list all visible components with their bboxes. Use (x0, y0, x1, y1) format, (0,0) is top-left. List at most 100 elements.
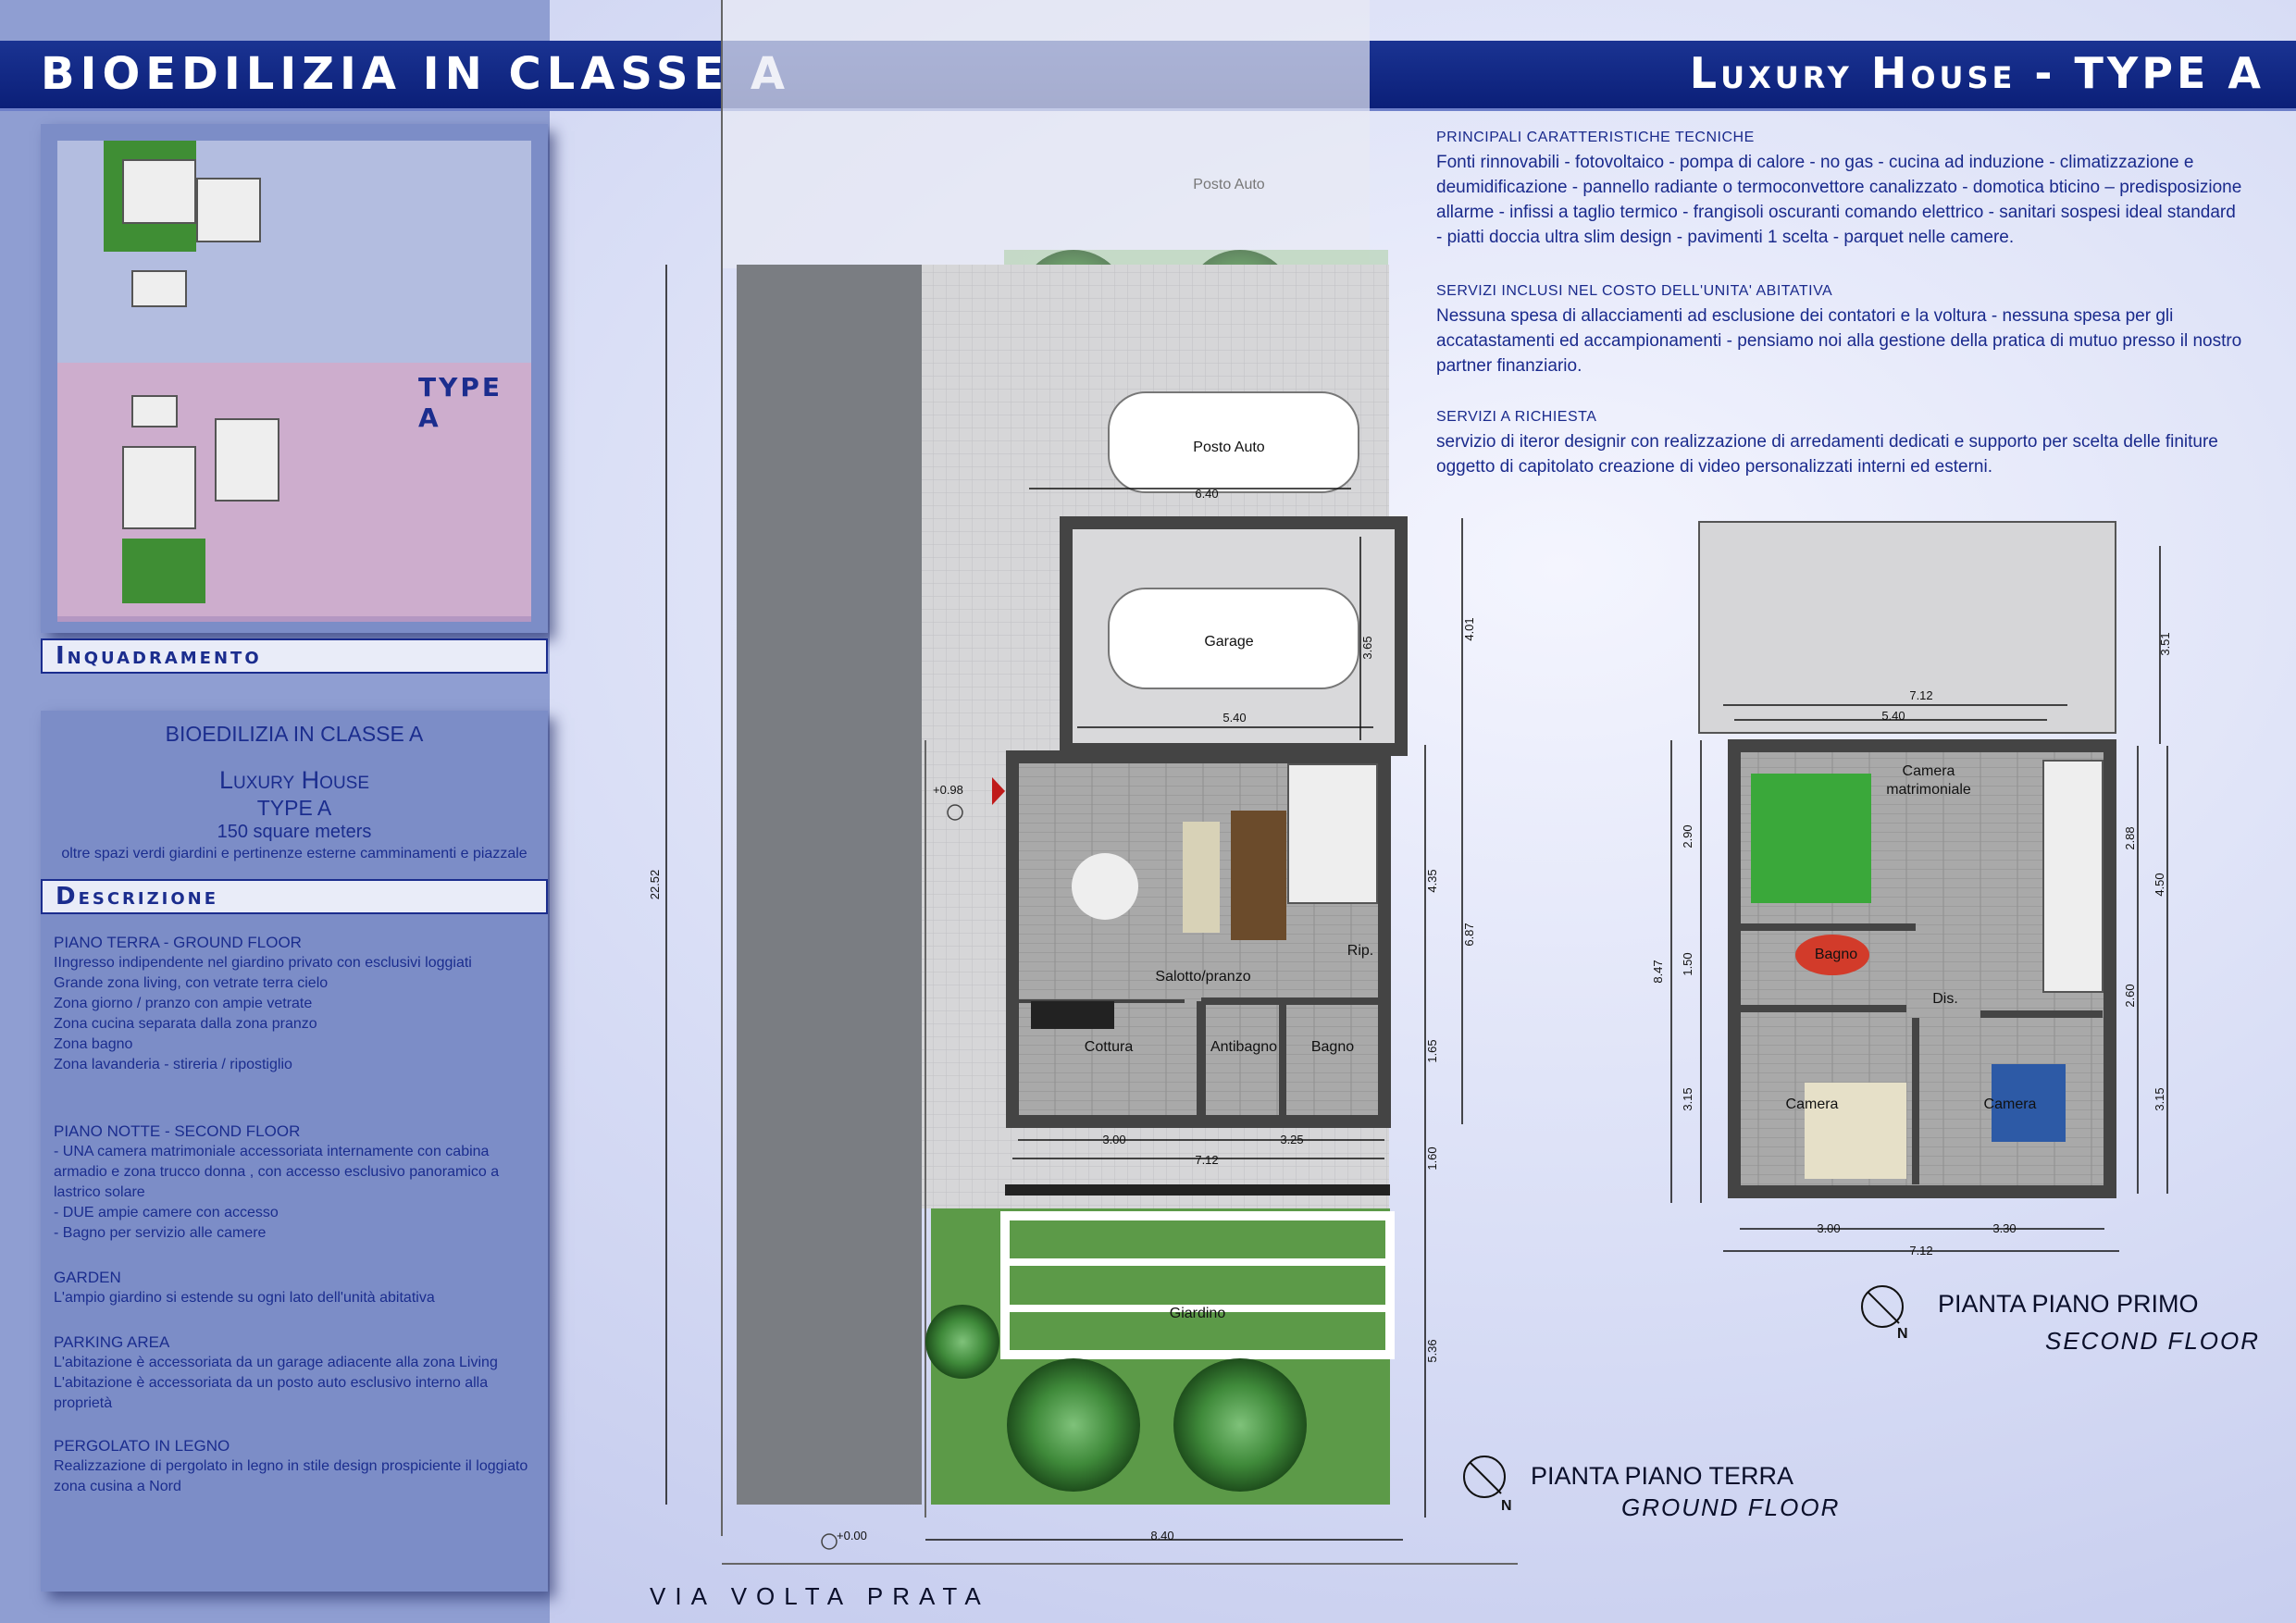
first-plan-title: PIANTA PIANO PRIMO (1938, 1290, 2199, 1318)
level-marker-icon (947, 804, 963, 821)
night-title: PIANO NOTTE - SECOND FLOOR (54, 1122, 301, 1140)
dim-first-351: 3.51 (2158, 632, 2172, 655)
room-giardino: Giardino (1170, 1306, 1226, 1321)
first-stair (2042, 760, 2104, 993)
parking-line-0: L'abitazione è accessoriata da un garage… (54, 1355, 498, 1370)
ground-line-2: Zona giorno / pranzo con ampie vetrate (54, 996, 313, 1011)
dim-first-315-l: 3.15 (1681, 1087, 1694, 1110)
ground-line-1: Grande zona living, con vetrate terra ci… (54, 975, 329, 991)
dim-first-330: 3.30 (1992, 1221, 2016, 1235)
info-tech: PRINCIPALI CARATTERISTICHE TECNICHE Font… (1436, 130, 2278, 250)
site-plan-panel: TYPE A (41, 124, 548, 633)
info-services: SERVIZI INCLUSI NEL COSTO DELL'UNITA' AB… (1436, 283, 2278, 378)
bed-master (1751, 774, 1871, 903)
room-posto-auto: Posto Auto (1193, 440, 1264, 455)
site-plan-map: TYPE A (57, 141, 531, 622)
garden-line-0: L'ampio giardino si estende su ogni lato… (54, 1290, 435, 1306)
first-dim-lines (1670, 546, 2168, 1252)
dim-first-150: 1.50 (1681, 952, 1694, 975)
level-000: +0.00 (837, 1529, 867, 1542)
ground-line-4: Zona bagno (54, 1036, 133, 1052)
room-garage: Garage (1204, 634, 1253, 650)
pergola-title: PERGOLATO IN LEGNO (54, 1437, 230, 1455)
stair (1287, 763, 1378, 904)
ground-plan-subtitle: GROUND FLOOR (1621, 1493, 1841, 1521)
sofa (1183, 822, 1220, 933)
night-line-3: - DUE ampie camere con accesso (54, 1205, 279, 1220)
site-plan-parking (131, 395, 178, 427)
dim-first-315-r: 3.15 (2153, 1087, 2166, 1110)
room-camera-1: Camera (1786, 1096, 1839, 1112)
info-request-line-1: oggetto di capitolato creazione di video… (1436, 457, 1992, 477)
night-line-4: - Bagno per servizio alle camere (54, 1225, 267, 1241)
entrance-arrow-icon (992, 777, 1005, 805)
dim-first-847: 8.47 (1651, 960, 1665, 983)
first-north-needle-icon (1867, 1291, 1900, 1324)
dim-first-540: 5.40 (1881, 709, 1905, 723)
header-right-bold: TYPE A (2074, 48, 2265, 98)
parking-line-1: L'abitazione è accessoriata da un posto … (54, 1375, 489, 1391)
summary-line4: 150 square meters (217, 822, 372, 842)
night-line-0: - UNA camera matrimoniale accessoriata i… (54, 1144, 490, 1159)
bed-camera-2 (1992, 1064, 2066, 1142)
house-walls (1006, 750, 1391, 1128)
room-salotto: Salotto/pranzo (1155, 969, 1250, 985)
dim-325: 3.25 (1280, 1133, 1303, 1146)
dim-712: 7.12 (1195, 1153, 1218, 1167)
dim-365: 3.65 (1360, 636, 1374, 659)
site-plan-unit-top (122, 159, 196, 224)
dim-165: 1.65 (1425, 1039, 1439, 1062)
garden-tree-2 (1173, 1358, 1307, 1492)
ground-dim-lines (665, 265, 1463, 1541)
dim-first-288: 2.88 (2123, 826, 2137, 849)
ground-line-3: Zona cucina separata dalla zona pranzo (54, 1016, 317, 1032)
info-services-line-2: partner finanziario. (1436, 356, 1582, 376)
first-plan-subtitle: SECOND FLOOR (2045, 1327, 2261, 1355)
dim-840: 8.40 (1150, 1529, 1173, 1542)
bath-rug (1795, 935, 1869, 975)
header-right-prefix: Luxury House - (1689, 48, 2075, 98)
ground-north-label: N (1501, 1498, 1512, 1514)
ground-north-arrow-icon (1463, 1456, 1506, 1498)
description-panel: BIOEDILIZIA IN CLASSE A Luxury House TYP… (41, 711, 548, 1592)
parking-title: PARKING AREA (54, 1333, 170, 1351)
level-098: +0.98 (933, 783, 963, 797)
info-request-title: SERVIZI A RICHIESTA (1436, 409, 1597, 425)
room-dis: Dis. (1932, 991, 1958, 1007)
garden-tree-1 (1007, 1358, 1140, 1492)
info-request-line-0: servizio di iteror designir con realizza… (1436, 432, 2218, 452)
description-pergola: PERGOLATO IN LEGNO Realizzazione di perg… (54, 1436, 535, 1497)
room-camera-2: Camera (1984, 1096, 2037, 1112)
ground-north-needle-icon (1469, 1461, 1502, 1494)
section-title-inquadramento: Inquadramento (41, 638, 548, 674)
site-type-label: TYPE A (418, 372, 503, 433)
section-title-inquadramento-text: Inquadramento (56, 642, 262, 670)
dim-first-300: 3.00 (1817, 1221, 1840, 1235)
info-tech-line-3: - piatti doccia ultra slim design - pavi… (1436, 228, 2015, 247)
dining-table (1231, 811, 1286, 940)
info-tech-line-2: allarme - infissi a taglio termico - fra… (1436, 203, 2236, 222)
dim-687: 6.87 (1462, 923, 1476, 946)
description-night: PIANO NOTTE - SECOND FLOOR - UNA camera … (54, 1121, 535, 1244)
pergola-beam (1005, 1184, 1390, 1196)
dim-first-712-top: 7.12 (1909, 688, 1932, 702)
dim-435: 4.35 (1425, 869, 1439, 892)
first-north-arrow-icon (1861, 1285, 1904, 1328)
site-plan-upper-top (196, 178, 261, 242)
summary-line2: Luxury House (218, 766, 370, 794)
info-services-line-0: Nessuna spesa di allacciamenti ad esclus… (1436, 306, 2174, 326)
site-garden-bottom (122, 539, 205, 603)
ground-title: PIANO TERRA - GROUND FLOOR (54, 934, 302, 951)
ground-line-0: IIngresso indipendente nel giardino priv… (54, 955, 472, 971)
summary-line1: BIOEDILIZIA IN CLASSE A (165, 722, 424, 746)
pergola-line-0: Realizzazione di pergolato in legno in s… (54, 1458, 528, 1474)
dim-first-290: 2.90 (1681, 824, 1694, 848)
dim-first-260: 2.60 (2123, 984, 2137, 1007)
info-services-line-1: accatastamenti ed accampionamenti - pens… (1436, 331, 2242, 351)
info-tech-line-0: Fonti rinnovabili - fotovoltaico - pompa… (1436, 153, 2194, 172)
road-strip (737, 265, 922, 1505)
faded-upper-lot (722, 0, 1370, 268)
info-services-title: SERVIZI INCLUSI NEL COSTO DELL'UNITA' AB… (1436, 283, 1833, 299)
street-name: VIA VOLTA PRATA (650, 1582, 990, 1610)
